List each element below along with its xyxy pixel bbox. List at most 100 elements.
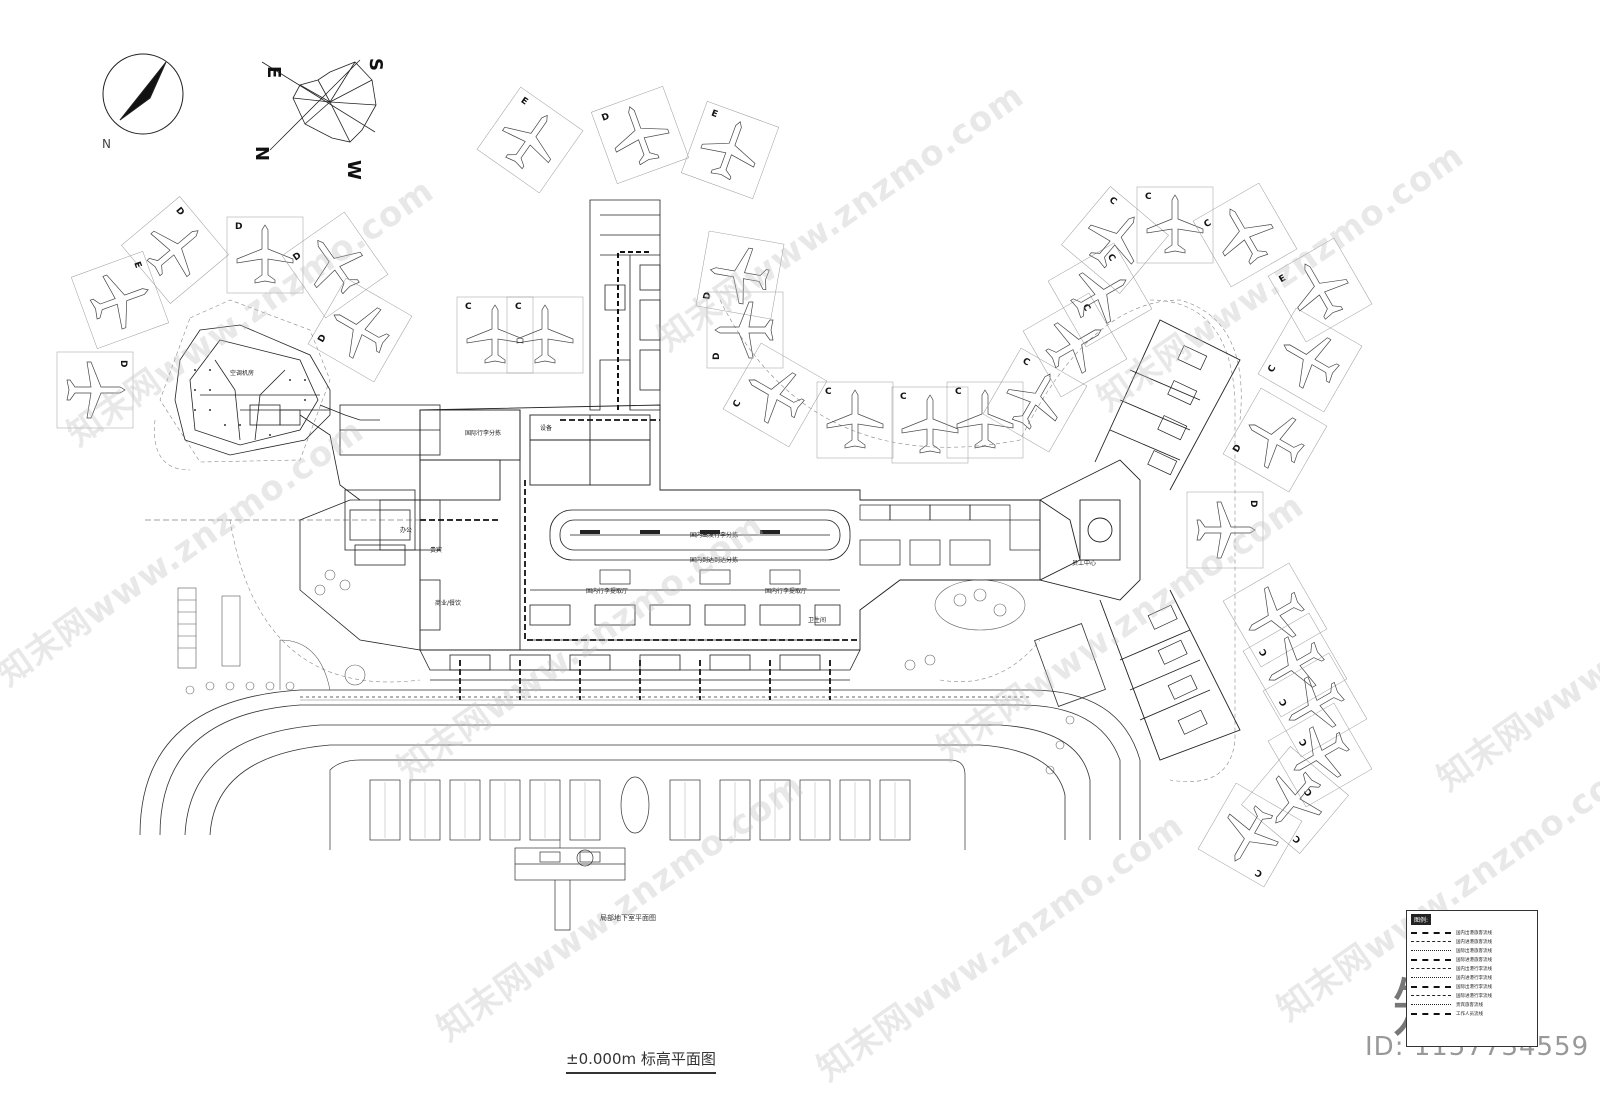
aircraft-stand: D	[695, 230, 785, 320]
stand-box	[476, 86, 584, 194]
aircraft-stand: C	[1257, 307, 1363, 413]
stand-box	[722, 342, 828, 448]
airplane-icon	[1268, 636, 1325, 688]
aircraft-stand: D	[706, 291, 784, 369]
gate-code-label: C	[1278, 696, 1290, 707]
airplane-icon	[1045, 322, 1102, 374]
wind-rose-e: E	[263, 66, 284, 78]
aircraft-stand: D	[56, 351, 134, 429]
airplane-icon	[1248, 417, 1305, 469]
aircraft-stand: C	[1047, 242, 1153, 348]
stand-box	[1242, 612, 1348, 718]
east-concourse	[1039, 319, 1241, 761]
label-office: 办公	[400, 526, 412, 534]
label-hall-right: 国内行李提取厅	[765, 587, 807, 595]
stand-box	[307, 277, 413, 383]
west-arrivals	[299, 499, 441, 651]
airplane-icon	[748, 372, 805, 424]
aircraft-stand: C	[1192, 182, 1298, 288]
label-baggage-dep: 国内出发行李分拣	[690, 531, 738, 539]
basement-structure	[514, 847, 626, 931]
aircraft-stand: C	[1197, 782, 1303, 888]
legend-label: 贵宾旅客流线	[1456, 1002, 1483, 1008]
stand-box	[1241, 746, 1349, 854]
west-parking	[177, 587, 366, 691]
airplane-icon	[956, 389, 1014, 449]
legend-item: 国际出港行李流线	[1411, 982, 1533, 991]
stand-box	[1197, 782, 1303, 888]
airplane-icon	[1006, 373, 1058, 430]
north-arrow-icon	[102, 53, 184, 135]
airplane-icon	[1248, 586, 1305, 638]
airplane-icon	[614, 106, 670, 166]
aircraft-stand: C	[1022, 292, 1128, 398]
airplane-icon	[709, 247, 770, 305]
gate-code-label: E	[1278, 273, 1288, 285]
stand-box	[1267, 702, 1373, 808]
airplane-icon	[1146, 194, 1204, 254]
legend-line-icon	[1411, 941, 1451, 942]
label-baggage-arr: 国内到达到达分拣	[690, 556, 738, 564]
gate-code-label: E	[519, 96, 530, 108]
stand-box	[590, 85, 690, 185]
stand-box	[982, 347, 1088, 453]
aircraft-stand: C	[1136, 186, 1214, 264]
north-pier-flow	[617, 251, 650, 410]
airplane-icon	[313, 239, 364, 295]
gate-code-label: C	[1258, 646, 1270, 657]
gate-code-label: C	[1145, 192, 1152, 202]
legend-line-icon	[1411, 977, 1451, 978]
gate-code-label: C	[1266, 363, 1278, 374]
aircraft-stand: D	[226, 216, 304, 294]
aircraft-stand: C	[1222, 562, 1328, 668]
legend-item: 贵宾旅客流线	[1411, 1000, 1533, 1009]
legend-item: 国内出港旅客流线	[1411, 928, 1533, 937]
stand-box	[816, 381, 894, 459]
aircraft-stand: E	[70, 250, 170, 350]
airplane-icon	[466, 304, 524, 364]
gate-code-label: E	[710, 109, 719, 121]
stand-box	[1022, 292, 1128, 398]
west-connector	[299, 404, 441, 551]
airplane-icon	[516, 304, 574, 364]
legend-label: 国际进港旅客流线	[1456, 957, 1492, 963]
aircraft-stand: C	[1242, 612, 1348, 718]
stand-box	[1192, 182, 1298, 288]
legend-label: 国际进港行李流线	[1456, 993, 1492, 999]
label-equipment: 设备	[540, 424, 552, 432]
stand-box	[281, 211, 389, 319]
carousels	[580, 530, 801, 585]
legend-item: 国际出港旅客流线	[1411, 946, 1533, 955]
aircraft-stand: C	[982, 347, 1088, 453]
legend-line-icon	[1411, 968, 1451, 969]
legend-label: 国际出港旅客流线	[1456, 948, 1492, 954]
label-intl-baggage: 国际行李分拣	[465, 429, 501, 437]
aircraft-stand: C	[891, 386, 969, 464]
legend-item: 国内进港旅客流线	[1411, 937, 1533, 946]
stand-box	[1262, 652, 1368, 758]
airplane-icon	[66, 361, 126, 419]
stand-box	[70, 250, 170, 350]
label-shop: 商业/餐饮	[435, 599, 461, 607]
aircraft-stand: E	[476, 86, 584, 194]
aircraft-stand: C	[1267, 702, 1373, 808]
label-restroom: 卫生间	[808, 616, 826, 624]
north-pier	[589, 199, 661, 411]
airplane-icon	[700, 121, 756, 181]
airplane-icon	[1070, 272, 1127, 324]
label-hall-left: 国内行李提取厅	[586, 587, 628, 595]
gate-code-label: D	[316, 333, 328, 344]
stand-box	[695, 230, 785, 320]
airplane-icon	[1283, 337, 1340, 389]
gate-code-label: C	[1303, 786, 1315, 797]
aircraft-stand: C	[1262, 652, 1368, 758]
curbside	[419, 649, 861, 681]
baggage-loop	[529, 509, 851, 641]
legend-box: 图例: 国内出港旅客流线国内进港旅客流线国际出港旅客流线国际进港旅客流线国内出港…	[1406, 910, 1538, 1047]
airplane-icon	[501, 114, 552, 170]
legend-label: 工作人员流线	[1456, 1011, 1483, 1017]
gate-code-label: C	[1291, 832, 1303, 844]
aircraft-stand: D	[307, 277, 413, 383]
legend-label: 国内出港行李流线	[1456, 966, 1492, 972]
